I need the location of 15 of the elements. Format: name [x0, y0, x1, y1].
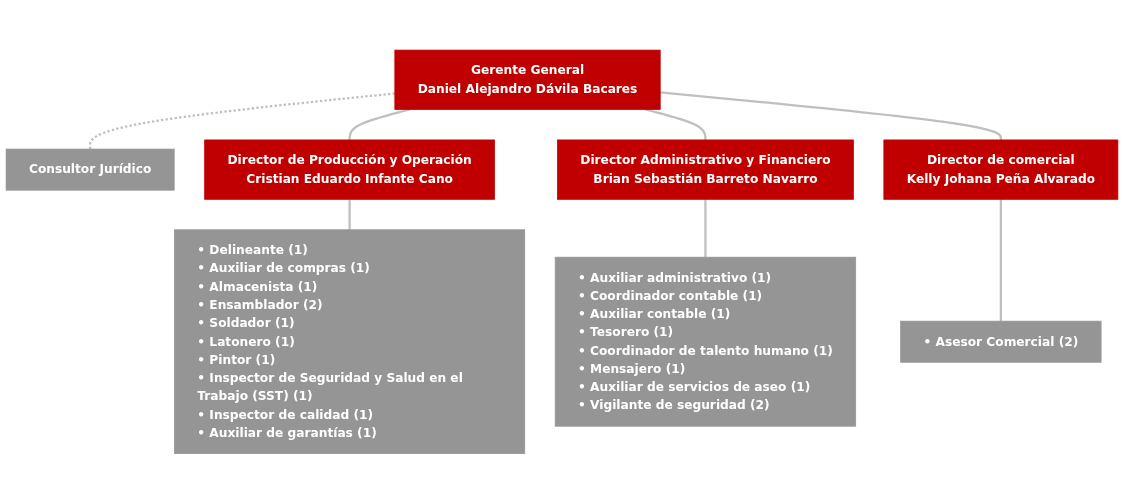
node-box: Director Administrativo y Financiero Brian Sebastián Barreto Navarro: [557, 139, 854, 200]
node-box: Director de Producción y Operación Cristian Eduardo Infante Cano: [204, 139, 495, 200]
node-box: • Delineante (1) • Auxiliar de compras (1) • Almacenista (1) • Ensamblador (2) • Soldador (1) • Latonero (1) • Pintor (1) • Inspector de Seguridad y Salud en el Trabajo (SST) (1) • Inspector de calidad (1) • Auxiliar de garantías (1): [174, 229, 526, 455]
connector: [999, 199, 1002, 322]
node-box: Consultor Jurídico: [5, 148, 175, 191]
node-box: • Auxiliar administrativo (1) • Coordinador contable (1) • Auxiliar contable (1) • Tesorero (1) • Coordinador de talento humano (1) • Mensajero (1) • Auxiliar de servicios de aseo (1) • Vigilante de seguridad (2): [554, 256, 857, 427]
connector: [704, 199, 707, 258]
node-box: • Asesor Comercial (2): [900, 320, 1102, 363]
connector: [89, 92, 395, 150]
node-box: Gerente General Daniel Alejandro Dávila Bacares: [394, 49, 661, 110]
connector: [348, 199, 351, 230]
node-box: Director de comercial Kelly Johana Peña Alvarado: [883, 139, 1119, 200]
connector: [348, 108, 411, 141]
connector: [660, 91, 1002, 141]
connector: [644, 108, 707, 141]
